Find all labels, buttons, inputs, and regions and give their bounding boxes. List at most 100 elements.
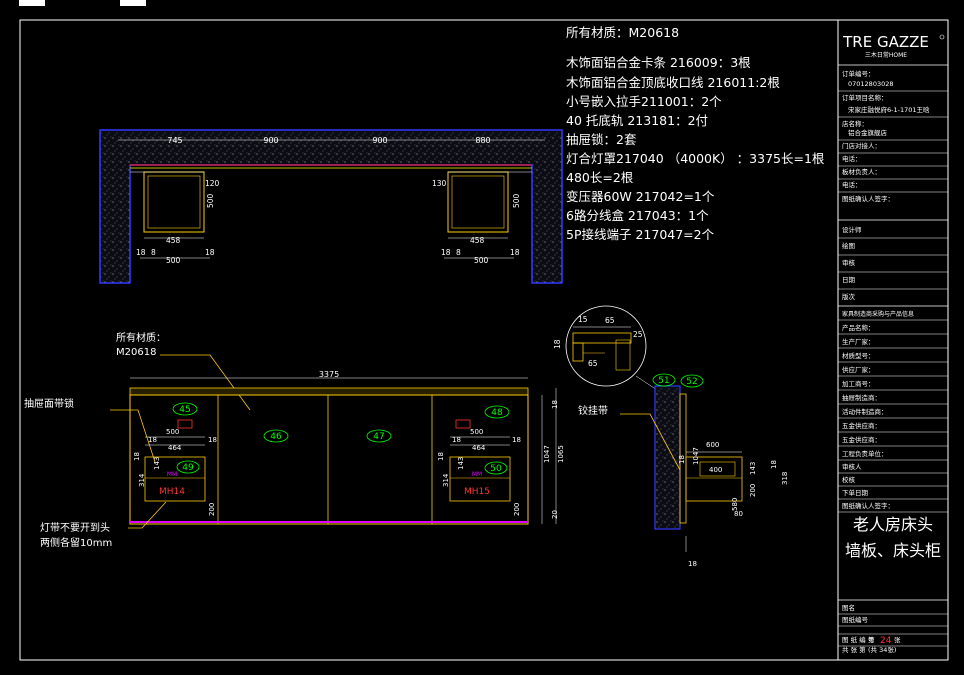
left-d18b: 18 <box>208 436 217 444</box>
plan-right-h: 500 <box>512 193 521 208</box>
section-d318: 318 <box>781 472 789 485</box>
left-d18c: 18 <box>133 452 141 461</box>
section-d18: 18 <box>678 455 686 464</box>
detail-d65b: 65 <box>588 359 598 368</box>
store-name: 铝合金旗舰店 <box>848 128 888 137</box>
left-d500: 500 <box>166 428 179 436</box>
mat-row-3: 材质型号： <box>842 351 875 360</box>
mat-row-8: 五金供应商： <box>842 421 881 430</box>
section-d80: 80 <box>734 510 743 518</box>
row-phone-2: 电话： <box>842 180 862 189</box>
total-sheets: (共 34张) <box>868 645 896 654</box>
material-line-3: 小号嵌入拉手211001：2个 <box>566 94 722 109</box>
material-line-10: 5P接线端子 217047=2个 <box>566 227 715 242</box>
tag-46: 46 <box>270 432 282 442</box>
section-d600: 600 <box>706 441 719 449</box>
mat-row-14: 图纸确认人签字： <box>842 501 894 510</box>
right-d500: 500 <box>470 428 483 436</box>
sheet-prefix: 第 <box>868 635 875 644</box>
store-label: 店名称： <box>842 119 868 128</box>
drawing-title-2: 墙板、床头柜 <box>845 541 941 560</box>
tag-51: 51 <box>658 376 669 386</box>
right-d18b: 18 <box>512 436 521 444</box>
small-tag-right: MM <box>472 471 482 478</box>
row-confirm-1: 图纸确认人签字： <box>842 194 894 203</box>
section-d200: 200 <box>749 484 757 497</box>
elevation-view: 所有材质： M20618 3375 45 46 47 48 <box>24 331 565 549</box>
side-d1047: 1047 <box>543 445 551 463</box>
plan-left-box <box>143 171 205 233</box>
section-d1047: 1047 <box>692 447 700 465</box>
mat-row-11: 审核人 <box>842 462 862 471</box>
plan-right-bottom: 500 <box>474 256 489 265</box>
order-no-label: 订单编号： <box>842 69 875 78</box>
materials-header: 家具制造商采购与产品信息 <box>842 310 914 318</box>
right-d18c: 18 <box>437 452 445 461</box>
section-view: 51 52 铰挂带 600 400 18 1047 143 200 580 31… <box>578 373 789 568</box>
plan-left-w1: 120 <box>205 179 220 188</box>
material-line-8: 变压器60W 217042=1个 <box>566 189 715 204</box>
left-d314: 314 <box>138 473 146 487</box>
row-designer: 设计师 <box>842 225 862 234</box>
plan-left-bottom: 500 <box>166 256 181 265</box>
left-d464: 464 <box>168 444 182 452</box>
title-block: TRE GAZZE 三木日常HOME 订单编号： 07012803028 订单项… <box>837 19 949 661</box>
tag-48: 48 <box>491 408 503 418</box>
elev-note-1: 所有材质： <box>116 331 166 344</box>
section-d580: 580 <box>731 498 739 511</box>
plan-left-h: 500 <box>206 193 215 208</box>
material-line-2: 木饰面铝合金顶底收口线 216011:2根 <box>566 75 780 90</box>
tag-50: 50 <box>490 464 502 474</box>
drawing-title-1: 老人房床头 <box>853 515 933 534</box>
model-tag-mh14: MH14 <box>159 487 185 497</box>
menu-bar-segment-2[interactable] <box>120 0 146 6</box>
plan-right-w1: 130 <box>432 179 447 188</box>
mat-row-5: 加工商号： <box>842 379 875 388</box>
material-line-4: 40 托底轨 213181：2付 <box>566 113 708 128</box>
left-d18: 18 <box>148 436 157 444</box>
menu-bar-segment-1[interactable] <box>19 0 45 6</box>
tag-47: 47 <box>373 432 384 442</box>
plan-right-w: 458 <box>470 236 485 245</box>
plan-dim-2: 900 <box>263 136 278 145</box>
elev-note-2: M20618 <box>116 347 156 358</box>
plan-dim-1: 745 <box>167 136 182 145</box>
plan-right-d1: 18 <box>441 248 451 257</box>
plan-left-d3: 8 <box>151 248 156 257</box>
left-d143: 143 <box>153 457 161 470</box>
section-d18b: 18 <box>770 460 778 469</box>
detail-circle: 15 65 18 65 25 <box>553 305 664 395</box>
material-line-9: 6路分线盒 217043：1个 <box>566 208 709 223</box>
footer-drawing-no: 图纸编号 <box>842 615 869 624</box>
sheet-number: 24 <box>880 636 892 646</box>
mat-row-10: 工程负责单位： <box>842 449 888 458</box>
brand-sub: 三木日常HOME <box>865 51 907 59</box>
left-d200: 200 <box>208 503 216 516</box>
material-list: 所有材质：M20618 木饰面铝合金卡条 216009：3根 木饰面铝合金顶底收… <box>566 25 825 242</box>
mat-row-13: 下单日期 <box>842 488 869 497</box>
tag-45: 45 <box>179 405 190 415</box>
mat-row-12: 校核 <box>842 475 856 484</box>
right-d314: 314 <box>442 473 450 487</box>
section-d400: 400 <box>709 466 722 474</box>
right-d18: 18 <box>452 436 461 444</box>
sheet-suffix: 张 <box>894 635 901 644</box>
elev-total-width: 3375 <box>319 370 339 379</box>
label-hinge-strip: 铰挂带 <box>578 404 608 417</box>
small-tag-left: MM <box>167 471 177 478</box>
project-label: 订单项目名称： <box>842 93 888 102</box>
mat-row-2: 生产厂家： <box>842 337 875 346</box>
material-line-1: 木饰面铝合金卡条 216009：3根 <box>566 55 751 70</box>
row-version: 版次 <box>842 292 856 301</box>
mat-row-7: 活动件制造商： <box>842 407 888 416</box>
row-date: 日期 <box>842 276 856 284</box>
row-review: 审核 <box>842 258 856 267</box>
plan-right-d2: 18 <box>510 248 520 257</box>
footer-sheet-label: 图 纸 编 号 <box>842 635 875 644</box>
row-phone-1: 电话： <box>842 154 862 163</box>
project-name: 宋家庄融悦府6-1-1701王晗 <box>848 105 930 114</box>
elev-cabinet <box>129 394 529 525</box>
right-d464: 464 <box>472 444 486 452</box>
model-tag-mh15: MH15 <box>464 487 490 497</box>
